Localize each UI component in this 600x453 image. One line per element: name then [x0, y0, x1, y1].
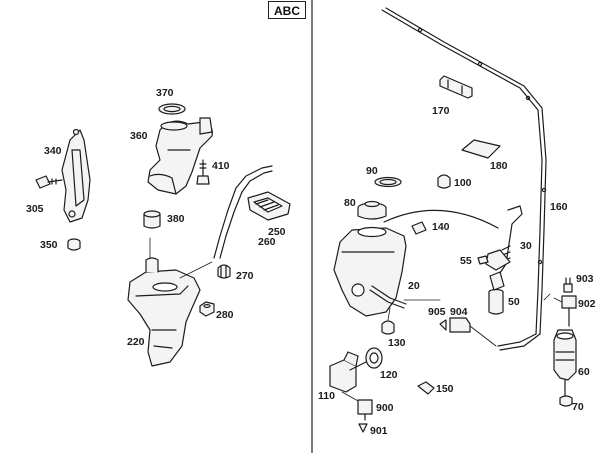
callout-90[interactable]: 90	[366, 165, 378, 177]
callout-903[interactable]: 903	[576, 273, 594, 285]
callout-30[interactable]: 30	[520, 240, 532, 252]
part-160-hose-line	[381, 7, 547, 351]
callout-410[interactable]: 410	[212, 160, 230, 172]
part-55-connector	[477, 255, 489, 265]
part-110-level-sensor	[329, 351, 367, 403]
part-250-filter	[247, 191, 291, 221]
callout-905[interactable]: 905	[428, 306, 446, 318]
part-50-filter	[488, 271, 505, 315]
part-900-connector	[357, 399, 373, 421]
part-180-pad	[461, 139, 501, 159]
callout-100[interactable]: 100	[454, 177, 472, 189]
part-905-pin	[439, 319, 447, 331]
part-904-connector	[449, 317, 497, 347]
part-90-cap-ring	[374, 176, 402, 188]
callout-60[interactable]: 60	[578, 366, 590, 378]
callout-120[interactable]: 120	[380, 369, 398, 381]
callout-55[interactable]: 55	[460, 255, 472, 267]
callout-904[interactable]: 904	[450, 306, 468, 318]
callout-902[interactable]: 902	[578, 298, 596, 310]
part-350-grommet	[67, 238, 81, 251]
part-410-bolt	[196, 159, 210, 185]
part-80-filler-cap	[357, 200, 387, 220]
callout-140[interactable]: 140	[432, 221, 450, 233]
part-220-reservoir	[127, 237, 213, 367]
callout-305[interactable]: 305	[26, 203, 44, 215]
leader-lines	[403, 293, 563, 303]
callout-900[interactable]: 900	[376, 402, 394, 414]
part-340-bracket	[61, 128, 91, 223]
part-380-grommet	[143, 210, 161, 229]
pump-hose-arc	[383, 209, 499, 229]
part-60-pump	[553, 329, 577, 397]
part-130-grommet	[381, 307, 395, 335]
callout-280[interactable]: 280	[216, 309, 234, 321]
part-901-pin	[358, 423, 368, 433]
part-20-reservoir	[333, 226, 407, 317]
callout-160[interactable]: 160	[550, 201, 568, 213]
callout-170[interactable]: 170	[432, 105, 450, 117]
part-30-pump-hose	[485, 205, 523, 277]
part-150-clip	[417, 381, 435, 395]
part-360-filler-neck	[147, 117, 213, 195]
part-270-clip	[217, 264, 231, 279]
callout-80[interactable]: 80	[344, 197, 356, 209]
callout-270[interactable]: 270	[236, 270, 254, 282]
callout-110[interactable]: 110	[318, 390, 335, 402]
callout-370[interactable]: 370	[156, 87, 174, 99]
part-170-clip	[439, 75, 473, 99]
callout-360[interactable]: 360	[130, 130, 148, 142]
part-260-hose	[213, 165, 273, 259]
part-305-bolt	[35, 175, 63, 189]
part-100-plug	[437, 174, 451, 189]
callout-20[interactable]: 20	[408, 280, 420, 292]
part-140-connector	[411, 221, 427, 235]
part-903-connector	[563, 277, 573, 293]
callout-130[interactable]: 130	[388, 337, 406, 349]
callout-220[interactable]: 220	[127, 336, 145, 348]
callout-340[interactable]: 340	[44, 145, 62, 157]
part-280-nut	[199, 301, 215, 317]
callout-260[interactable]: 260	[258, 236, 276, 248]
callout-250[interactable]: 250	[268, 226, 286, 238]
part-370-gasket	[158, 103, 186, 115]
callout-350[interactable]: 350	[40, 239, 58, 251]
variant-badge: ABC	[268, 1, 306, 19]
callout-380[interactable]: 380	[167, 213, 185, 225]
part-902-connector	[561, 295, 577, 327]
part-70-grommet	[559, 395, 573, 407]
callout-70[interactable]: 70	[572, 401, 584, 413]
callout-150[interactable]: 150	[436, 383, 454, 395]
callout-180[interactable]: 180	[490, 160, 508, 172]
part-120-seal	[365, 347, 383, 369]
callout-901[interactable]: 901	[370, 425, 388, 437]
callout-50[interactable]: 50	[508, 296, 520, 308]
